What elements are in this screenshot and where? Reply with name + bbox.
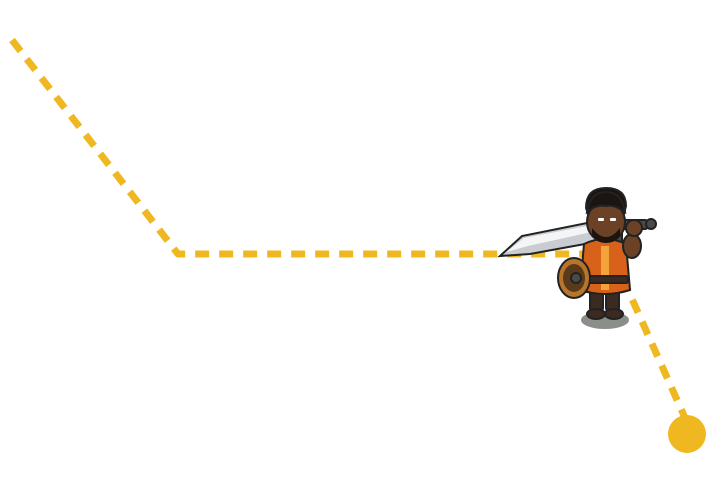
movement-path: [9, 37, 706, 453]
hero-head: [584, 186, 628, 243]
path-dashed-line: [9, 37, 690, 422]
round-shield-icon: [557, 257, 591, 299]
path-destination-marker[interactable]: [668, 415, 706, 453]
hero-character[interactable]: [497, 186, 657, 329]
hero-arm: [622, 219, 643, 259]
